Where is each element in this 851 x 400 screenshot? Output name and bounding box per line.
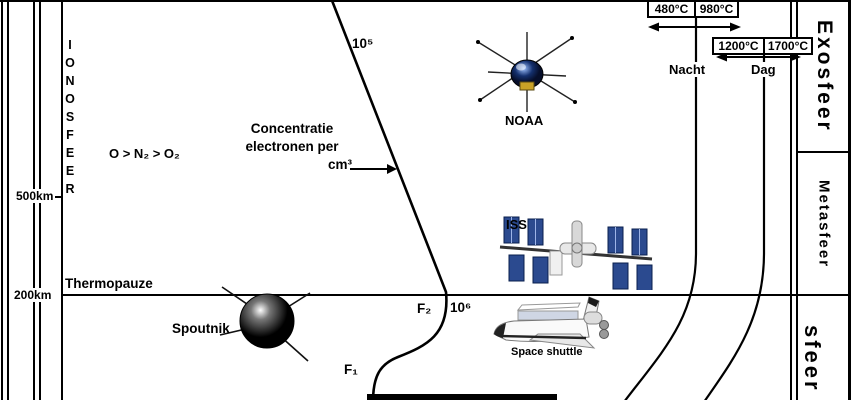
day-temperature-curve <box>704 54 766 400</box>
altitude-axis-line <box>61 0 63 400</box>
night-min-temp-box: 480°C <box>647 0 696 18</box>
metasfeer-label: Metasfeer <box>815 179 833 269</box>
day-min-temp-box: 1200°C <box>712 37 765 55</box>
caption-line-1: Concentratie <box>250 121 334 136</box>
caption-line-3: cm³ <box>327 157 352 172</box>
night-range-arrow-left-icon <box>648 22 659 32</box>
right-band-line-1 <box>790 0 792 400</box>
sputnik-label: Spoutnik <box>172 321 230 336</box>
iss-image <box>499 216 653 290</box>
electron-concentration-caption: Concentratie electronen per cm³ <box>226 120 358 174</box>
noaa-label: NOAA <box>505 113 544 128</box>
thermopauze-line <box>61 294 851 296</box>
night-label: Nacht <box>667 62 708 77</box>
noaa-satellite-image <box>476 32 577 112</box>
metasfeer-label-wrap: Metasfeer <box>799 154 849 294</box>
exosfeer-label: Exosfeer <box>813 19 836 133</box>
right-arrow-icon <box>387 164 397 174</box>
composition-label: O > N₂ > O₂ <box>109 146 180 161</box>
day-max-temp-box: 1700°C <box>763 37 813 55</box>
ionosfeer-label: IONOSFEER <box>63 38 77 200</box>
arrow-to-curve-line <box>350 168 388 170</box>
right-edge-line <box>848 0 851 400</box>
label-1e5: 10⁵ <box>352 36 374 51</box>
bottom-partial-bar <box>367 394 557 400</box>
day-label: Dag <box>749 62 778 77</box>
exosfeer-metasfeer-divider <box>797 151 851 153</box>
altitude-500km-label: 500km <box>14 189 56 203</box>
top-border-line <box>0 0 851 2</box>
exosfeer-label-wrap: Exosfeer <box>799 0 849 152</box>
thermosfeer-partial-label: sfeer <box>800 325 825 393</box>
caption-line-2: electronen per <box>245 139 339 154</box>
label-1e6: 10⁶ <box>450 300 472 315</box>
left-band-line-1 <box>1 0 3 400</box>
space-shuttle-image <box>493 296 609 349</box>
right-band-line-2 <box>796 0 798 400</box>
altitude-200km-label: 200km <box>12 288 54 302</box>
sputnik-image <box>219 286 311 362</box>
iss-label: ISS <box>506 217 527 232</box>
space-shuttle-label: Space shuttle <box>511 346 583 358</box>
night-range-arrow-right-icon <box>730 22 741 32</box>
night-temperature-curve <box>624 16 698 400</box>
label-f2: F₂ <box>417 301 432 316</box>
night-max-temp-box: 980°C <box>694 0 739 18</box>
left-band-line-2 <box>7 0 9 400</box>
label-f1: F₁ <box>344 362 358 377</box>
thermosfeer-label-wrap: sfeer <box>799 297 849 400</box>
thermopauze-label: Thermopauze <box>65 276 153 291</box>
electron-density-curve <box>330 0 448 400</box>
